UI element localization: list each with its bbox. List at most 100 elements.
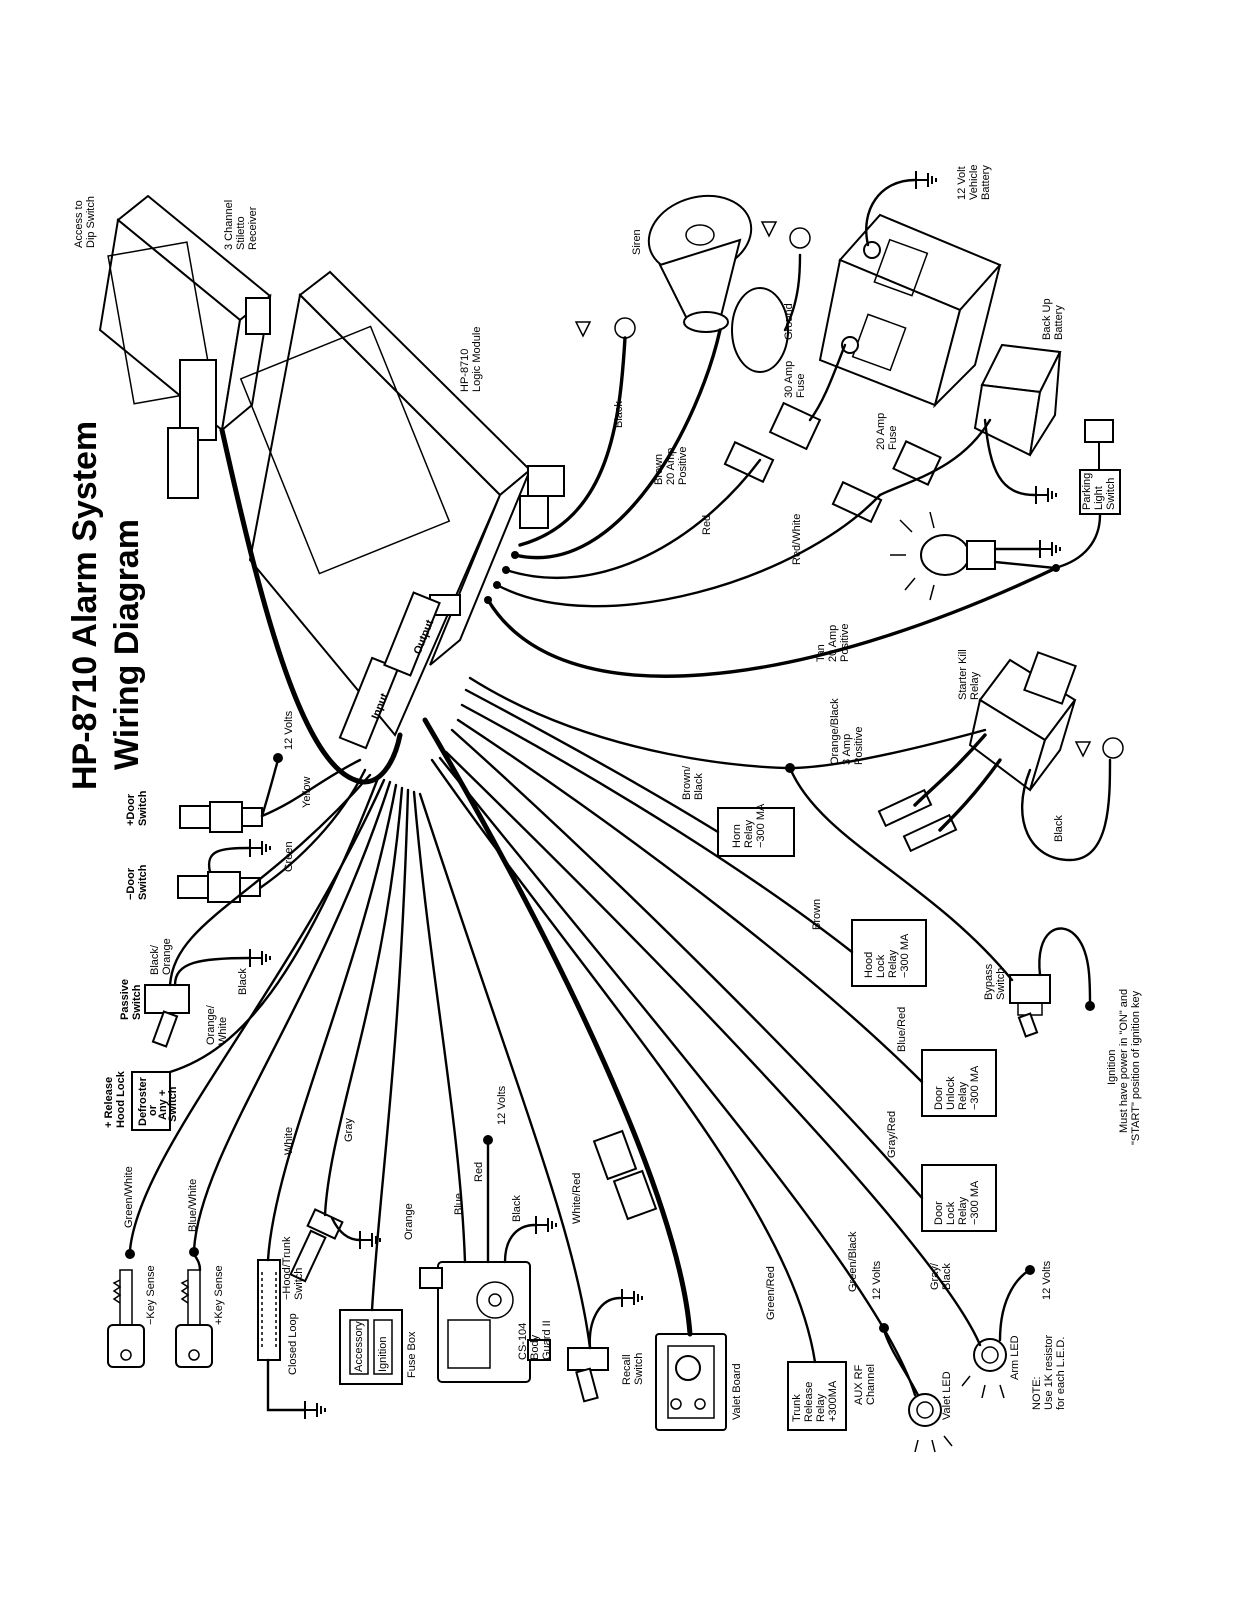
siren: [647, 194, 789, 373]
svg-text:"START" position of ignition k: "START" position of ignition key: [1130, 990, 1142, 1145]
minus-key: [107, 1269, 145, 1368]
svg-text:Switch: Switch: [137, 864, 149, 900]
starter-kill-wire-2: [938, 758, 1002, 832]
battery-label: 12 Volt Vehicle Battery: [956, 165, 992, 200]
siren-ground-lug: [760, 221, 811, 332]
hood-trunk-label: −Hood/Trunk Switch: [281, 1236, 305, 1300]
svg-text:Any +: Any +: [157, 1090, 169, 1120]
svg-text:Back Up: Back Up: [1041, 298, 1053, 340]
svg-text:+ Release: + Release: [103, 1077, 115, 1128]
wire-gray-black: Gray/ Black: [929, 1262, 953, 1290]
wire-white-red: White/Red: [571, 1173, 583, 1224]
body-guard-sensor: [419, 1261, 551, 1383]
svg-text:Trunk: Trunk: [791, 1394, 803, 1422]
svg-text:Fuse: Fuse: [795, 374, 807, 398]
wire-green-black: Green/Black: [847, 1231, 859, 1292]
fuse-box-label: Fuse Box: [406, 1331, 418, 1378]
dip-switch-label: Access to Dip Switch: [73, 196, 97, 248]
starter-kill-wire-1: [913, 733, 987, 807]
svg-text:3 Channel: 3 Channel: [223, 200, 235, 250]
closed-loop-label: Closed Loop: [287, 1313, 299, 1375]
svg-text:Logic Module: Logic Module: [471, 327, 483, 392]
svg-text:Body: Body: [529, 1334, 541, 1360]
fuse-30a: [723, 401, 822, 484]
svg-text:30 Amp: 30 Amp: [783, 361, 795, 398]
svg-text:Unlock: Unlock: [945, 1076, 957, 1110]
receiver-label: 3 Channel Stiletto Receiver: [223, 200, 259, 250]
body-guard-label: CS-104 Body Guard II: [517, 1320, 553, 1360]
svg-text:Battery: Battery: [1053, 305, 1065, 340]
door-lock-relay: Door Lock Relay −300 MA: [921, 1164, 997, 1232]
wire-black3: Black: [237, 968, 249, 995]
wire-green: Green: [283, 841, 295, 872]
wire-12-volts: 12 Volts: [283, 710, 295, 750]
passive-switch: [144, 984, 190, 1048]
starter-black-label: Black: [1053, 815, 1065, 842]
svg-text:Channel: Channel: [865, 1364, 877, 1405]
wire-blue: Blue: [453, 1193, 465, 1215]
harness-wires: [128, 328, 1058, 1397]
horn-relay: Horn Relay −300 MA: [717, 803, 795, 857]
passive-switch-label: Passive Switch: [119, 979, 143, 1020]
fuse-box: Accessory Ignition: [339, 1309, 403, 1385]
body-guard-ground: [533, 1215, 557, 1235]
svg-text:Orange/Black: Orange/Black: [829, 698, 841, 765]
recall-ground: [619, 1288, 643, 1308]
valet-board-label: Valet Board: [731, 1363, 743, 1420]
svg-text:20 Amp: 20 Amp: [665, 448, 677, 485]
minus-door-switch: [177, 871, 261, 903]
hood-lock-relay: Hood Lock Relay −300 MA: [851, 919, 927, 987]
receiver-unit: [98, 194, 272, 499]
valet-led-12v-label: 12 Volts: [871, 1260, 883, 1300]
svg-text:Orange/: Orange/: [205, 1004, 217, 1045]
svg-text:Door: Door: [933, 1086, 945, 1110]
svg-text:or: or: [147, 1104, 159, 1116]
wire-red: Red: [701, 515, 713, 535]
wire-tan: Tan 20 Amp Positive: [815, 623, 851, 662]
svg-text:−Key Sense: −Key Sense: [145, 1265, 157, 1325]
svg-text:−Hood/Trunk: −Hood/Trunk: [281, 1236, 293, 1300]
wire-gray: Gray: [343, 1118, 355, 1142]
svg-text:Release: Release: [803, 1382, 815, 1422]
release-hood-label: + Release Hood Lock: [103, 1070, 127, 1128]
hood-trunk-switch: [289, 1208, 344, 1283]
passive-black-wire: [173, 956, 252, 987]
valet-inline-connector: [592, 1129, 658, 1221]
svg-text:Black: Black: [941, 1263, 953, 1290]
trunk-release-relay: Trunk Release Relay +300MA: [787, 1361, 847, 1431]
body-guard-12v-label: 12 Volts: [496, 1085, 508, 1125]
svg-text:Gray/: Gray/: [929, 1262, 941, 1290]
plus-key: [175, 1269, 213, 1368]
logic-module-label: HP-8710 Logic Module: [459, 327, 483, 392]
output-connector: Output: [383, 591, 441, 677]
svg-text:Switch: Switch: [167, 1086, 179, 1122]
valet-board: [655, 1333, 727, 1431]
valet-led-label: Valet LED: [941, 1371, 953, 1420]
arm-led-label: Arm LED: [1009, 1335, 1021, 1380]
battery-ground-wire: [865, 178, 917, 247]
starter-kill-label: Starter Kill Relay: [957, 649, 981, 700]
minus-key-label: −Key Sense: [145, 1265, 157, 1325]
battery-ground: [913, 170, 937, 190]
svg-text:Relay: Relay: [969, 671, 981, 700]
svg-text:20 Amp: 20 Amp: [827, 625, 839, 662]
wire-green-red: Green/Red: [765, 1266, 777, 1320]
passive-ground: [247, 948, 271, 968]
svg-text:Starter Kill: Starter Kill: [957, 649, 969, 700]
svg-text:+Key Sense: +Key Sense: [213, 1265, 225, 1325]
plus-key-label: +Key Sense: [213, 1265, 225, 1325]
svg-text:Brown: Brown: [653, 454, 665, 485]
svg-text:Bypass: Bypass: [983, 963, 995, 1000]
svg-text:Positive: Positive: [677, 446, 689, 485]
backup-battery-ground-wire: [983, 418, 1037, 497]
svg-text:Vehicle: Vehicle: [968, 165, 980, 200]
svg-text:Positive: Positive: [839, 623, 851, 662]
svg-text:Switch: Switch: [633, 1353, 645, 1385]
svg-text:CS-104: CS-104: [517, 1323, 529, 1360]
svg-text:Dip Switch: Dip Switch: [85, 196, 97, 248]
svg-text:White: White: [217, 1017, 229, 1045]
wire-blue-red: Blue/Red: [896, 1007, 908, 1052]
svg-text:Horn: Horn: [731, 824, 743, 848]
minus-door-label: −Door Switch: [125, 864, 149, 900]
bypass-switch: [1009, 974, 1051, 1038]
